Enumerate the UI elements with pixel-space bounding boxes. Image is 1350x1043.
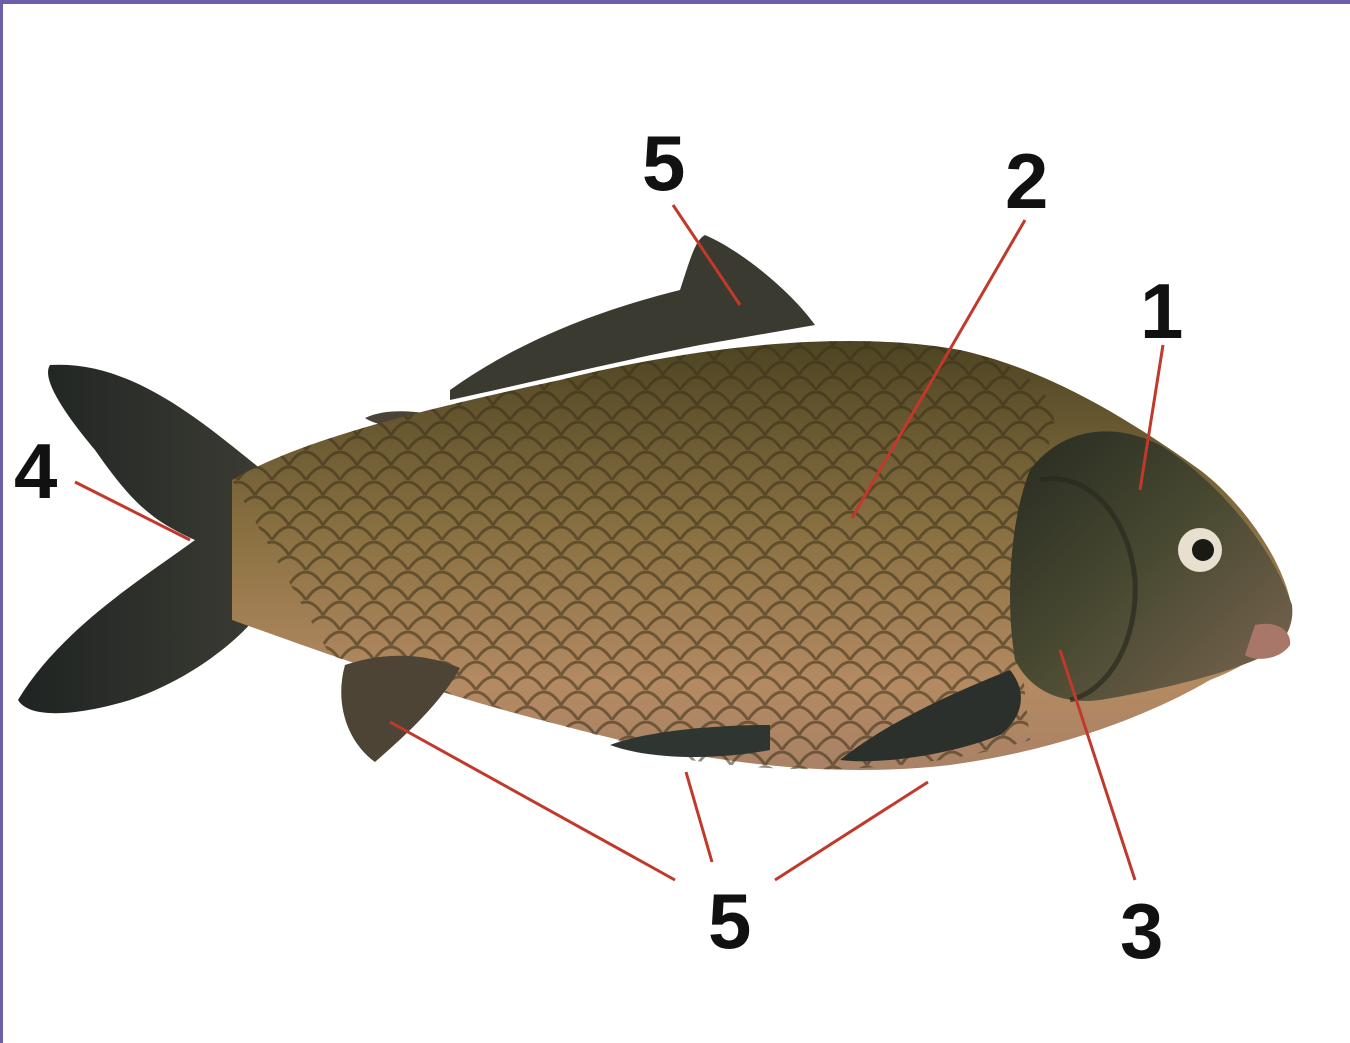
label-4: 4: [14, 427, 57, 515]
fish-head: [1010, 431, 1292, 701]
label-5-bottom: 5: [708, 877, 751, 965]
leader-5-pectoral: [775, 782, 928, 880]
eye-pupil: [1192, 539, 1214, 561]
leader-5-pelvic: [686, 772, 712, 862]
label-2: 2: [1005, 137, 1048, 225]
label-3: 3: [1120, 887, 1163, 975]
label-1: 1: [1140, 267, 1183, 355]
anal-fin: [341, 656, 460, 762]
tail-fin: [18, 365, 262, 713]
label-5-top: 5: [642, 119, 685, 207]
